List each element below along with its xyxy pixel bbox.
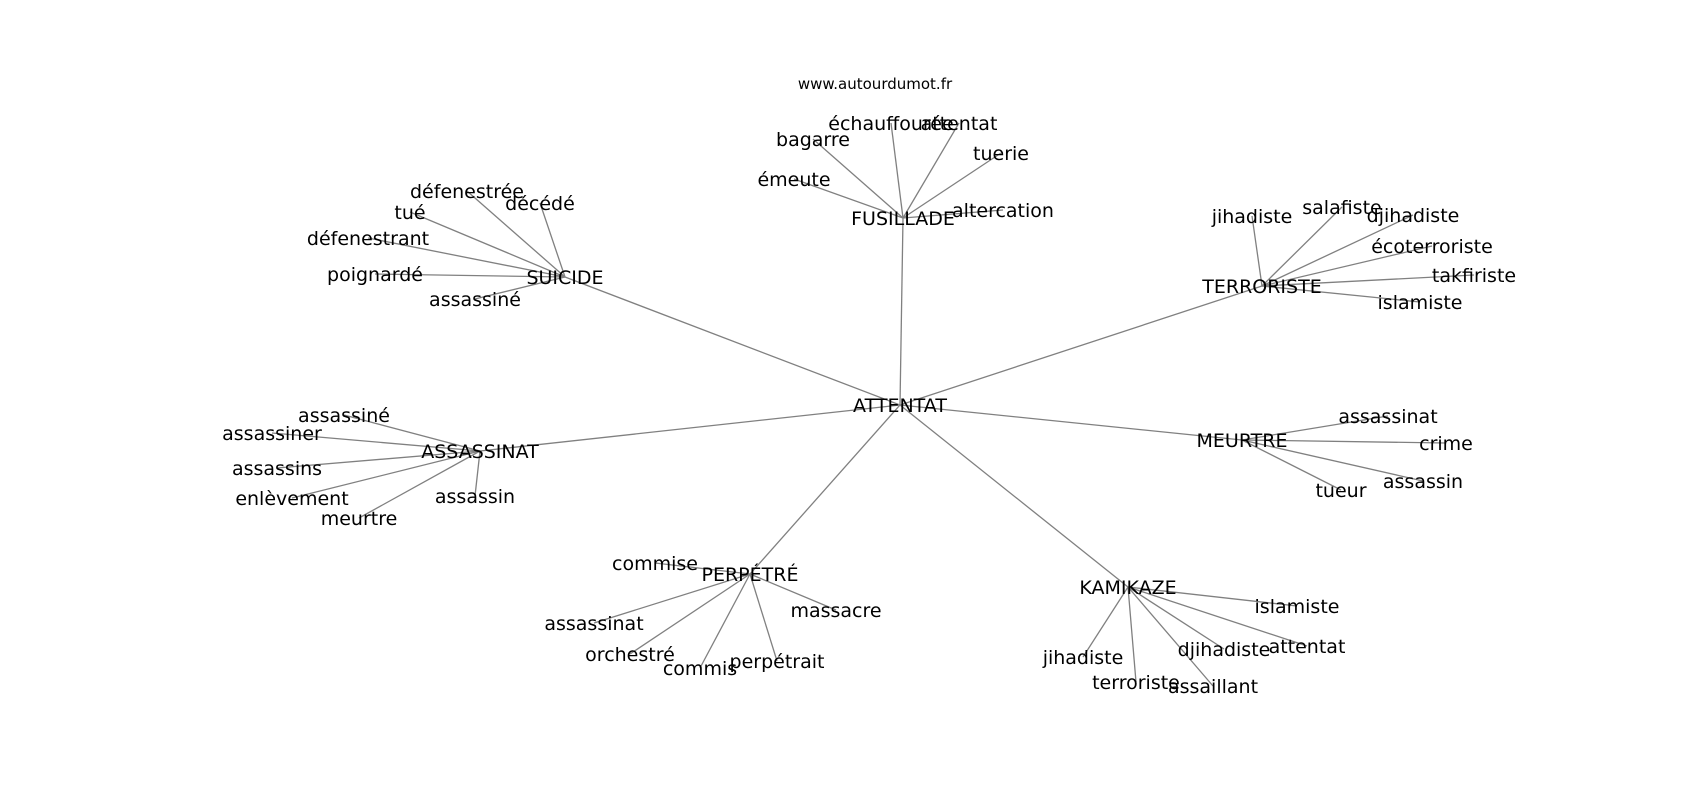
- edge-leaf: [291, 450, 481, 499]
- edge-leaf: [1241, 439, 1424, 482]
- leaf-node: altercation: [952, 200, 1054, 222]
- leaf-node: tuerie: [973, 143, 1029, 165]
- leaf-node: enlèvement: [235, 488, 348, 510]
- edge-leaf: [749, 573, 837, 611]
- hub-node: PERPÉTRÉ: [702, 563, 799, 586]
- leaf-node: émeute: [757, 169, 830, 191]
- leaf-node: assassin: [435, 486, 515, 508]
- edge-center-perpétré: [749, 404, 901, 575]
- leaf-node: échauffourée: [828, 113, 953, 135]
- leaf-node: écoterroriste: [1371, 236, 1493, 258]
- edge-leaf: [1127, 586, 1225, 650]
- leaf-node: islamiste: [1255, 596, 1340, 618]
- leaf-node: poignardé: [327, 264, 423, 286]
- edge-leaf: [1261, 274, 1475, 287]
- edge-leaf: [276, 450, 481, 469]
- source-url: www.autourdumot.fr: [798, 75, 953, 93]
- edge-leaf: [1261, 245, 1433, 287]
- edge-leaf: [793, 178, 904, 219]
- leaf-node: djihadiste: [1178, 639, 1271, 661]
- hub-node: SUICIDE: [526, 267, 603, 289]
- edge-leaf: [374, 273, 566, 278]
- edge-leaf: [466, 190, 566, 278]
- edge-leaf: [593, 573, 751, 624]
- leaf-node: assassinat: [544, 613, 643, 635]
- leaf-node: salafiste: [1302, 197, 1381, 219]
- leaf-node: décédé: [505, 193, 575, 215]
- edge-leaf: [358, 450, 481, 519]
- edge-center-fusillade: [899, 217, 904, 406]
- edge-leaf: [474, 450, 481, 497]
- leaf-node: tueur: [1315, 480, 1366, 502]
- edge-leaf: [1241, 439, 1342, 491]
- leaf-node: terroriste: [1092, 672, 1180, 694]
- edge-leaf: [629, 573, 751, 655]
- edge-leaf: [1261, 285, 1421, 303]
- leaf-node: commis: [663, 658, 737, 680]
- leaf-node: meurtre: [321, 508, 398, 530]
- leaf-node: perpétrait: [730, 651, 825, 673]
- labels: www.autourdumot.fr ATTENTAT FUSILLADE écha…: [222, 75, 1516, 698]
- edge-leaf: [749, 573, 778, 662]
- leaf-node: assassiné: [429, 289, 521, 311]
- edge-center-suicide: [564, 276, 901, 406]
- hub-node: FUSILLADE: [851, 208, 955, 230]
- leaf-node: jihadiste: [1042, 647, 1124, 669]
- leaf-node: takfiriste: [1432, 265, 1516, 287]
- leaf-node: crime: [1419, 433, 1473, 455]
- edge-leaf: [1261, 214, 1414, 287]
- edge-leaf: [654, 562, 751, 575]
- hub-node: ASSASSINAT: [421, 441, 539, 463]
- leaf-node: jihadiste: [1211, 206, 1293, 228]
- edge-leaf: [343, 414, 481, 452]
- leaf-node: attentat: [921, 113, 998, 135]
- leaf-node: assassin: [1383, 471, 1463, 493]
- leaf-node: commise: [612, 553, 698, 575]
- edge-leaf: [812, 138, 904, 219]
- edge-leaf: [409, 211, 566, 278]
- hub-node: MEURTRE: [1197, 430, 1288, 452]
- edge-leaf: [1251, 215, 1263, 287]
- edge-leaf: [1127, 586, 1298, 607]
- leaf-node: assaillant: [1168, 676, 1258, 698]
- hub-node: TERRORISTE: [1201, 276, 1321, 298]
- hub-node: KAMIKAZE: [1079, 577, 1176, 599]
- edge-leaf: [890, 122, 904, 219]
- leaf-node: orchestré: [585, 644, 675, 666]
- edge-leaf: [1127, 586, 1214, 687]
- edge-leaf: [1241, 415, 1389, 441]
- leaf-node: défenestrant: [307, 228, 429, 250]
- edge-leaf: [271, 432, 481, 452]
- edge-center-assassinat: [479, 404, 901, 452]
- edge-leaf: [474, 276, 566, 300]
- edge-leaf: [1127, 586, 1308, 647]
- center-node: ATTENTAT: [853, 395, 947, 417]
- edge-leaf: [1127, 586, 1137, 683]
- edge-leaf: [902, 122, 960, 219]
- leaf-node: islamiste: [1378, 292, 1463, 314]
- leaf-node: assassiné: [298, 405, 390, 427]
- edge-leaf: [1082, 586, 1129, 658]
- edges: [271, 122, 1475, 687]
- edge-leaf: [367, 237, 566, 278]
- edge-leaf: [1241, 439, 1447, 444]
- edge-leaf: [539, 202, 566, 278]
- leaf-node: bagarre: [776, 129, 850, 151]
- leaf-node: assassins: [232, 458, 322, 480]
- edge-leaf: [699, 573, 751, 669]
- edge-center-meurtre: [899, 404, 1243, 441]
- leaf-node: défenestrée: [410, 181, 524, 203]
- edge-leaf: [1261, 206, 1343, 287]
- edge-leaf: [902, 152, 1002, 219]
- leaf-node: massacre: [790, 600, 881, 622]
- leaf-node: tué: [394, 202, 425, 224]
- leaf-node: assassinat: [1338, 406, 1437, 428]
- edge-center-terroriste: [899, 285, 1263, 406]
- leaf-node: assassiner: [222, 423, 322, 445]
- edge-leaf: [902, 209, 1004, 219]
- leaf-node: attentat: [1269, 636, 1346, 658]
- leaf-node: djihadiste: [1367, 205, 1460, 227]
- edge-center-kamikaze: [899, 404, 1129, 588]
